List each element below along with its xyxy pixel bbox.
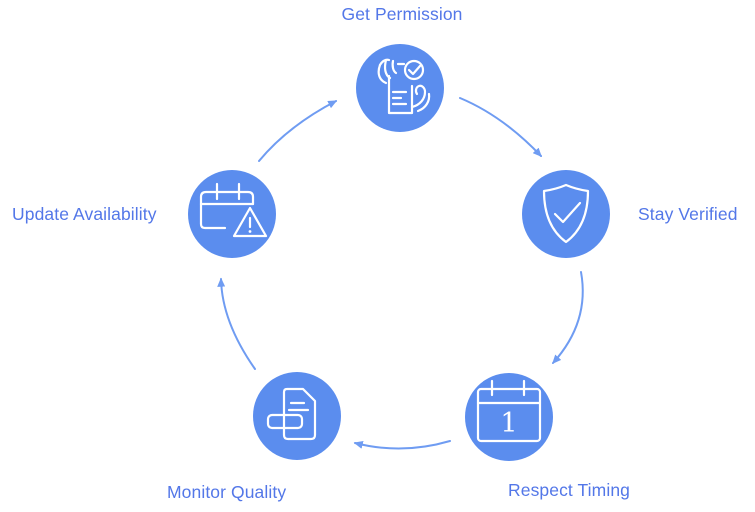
node-respect-timing: 1 bbox=[465, 373, 553, 461]
shield-check-icon bbox=[542, 183, 590, 244]
node-label-monitor-quality: Monitor Quality bbox=[167, 482, 287, 502]
calendar-alert-icon bbox=[199, 182, 268, 238]
node-label-stay-verified: Stay Verified bbox=[638, 204, 738, 224]
arrow-stay-verified-to-respect-timing bbox=[552, 271, 584, 365]
arrow-get-permission-to-stay-verified bbox=[459, 97, 542, 157]
agreement-check-hands-icon bbox=[377, 58, 431, 115]
document-report-icon bbox=[266, 387, 317, 441]
node-get-permission bbox=[356, 44, 444, 132]
node-monitor-quality bbox=[253, 372, 341, 460]
arrow-respect-timing-to-monitor-quality bbox=[353, 440, 451, 450]
calendar-date-icon: 1 bbox=[476, 379, 542, 443]
calendar-day-number: 1 bbox=[500, 408, 517, 439]
node-label-get-permission: Get Permission bbox=[341, 4, 463, 24]
node-update-availability bbox=[188, 170, 276, 258]
arrow-update-availability-to-get-permission bbox=[258, 100, 338, 162]
arrow-monitor-quality-to-update-availability bbox=[217, 277, 256, 370]
node-label-respect-timing: Respect Timing bbox=[508, 480, 631, 500]
node-stay-verified bbox=[522, 170, 610, 258]
node-label-update-availability: Update Availability bbox=[12, 204, 157, 224]
